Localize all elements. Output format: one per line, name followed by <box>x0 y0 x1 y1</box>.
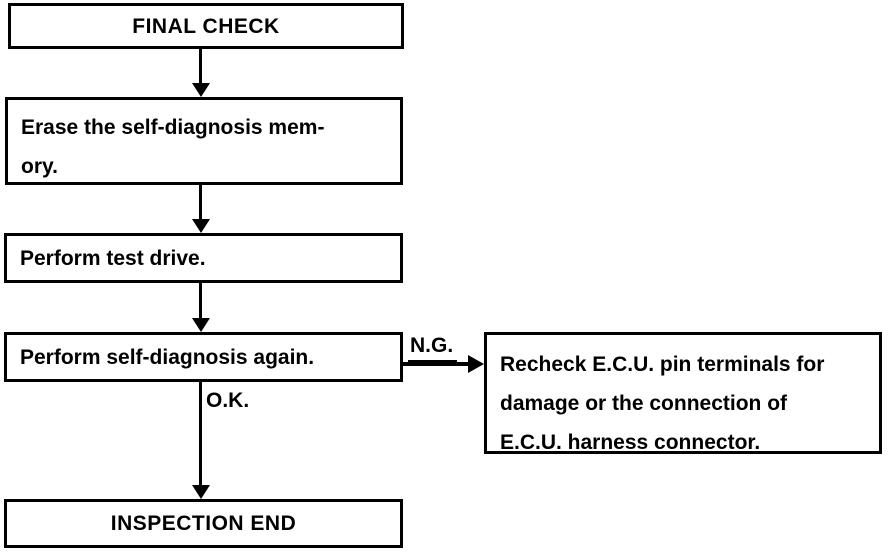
node-recheck-ecu-line3: E.C.U. harness connector. <box>500 431 761 454</box>
arrow-down-icon <box>192 219 210 233</box>
connector-line-3 <box>199 283 202 319</box>
connector-line-4 <box>199 382 202 486</box>
node-final-check-label: FINAL CHECK <box>132 14 280 38</box>
ng-connector-line <box>403 362 471 366</box>
node-self-diagnosis: Perform self-diagnosis again. <box>4 332 403 382</box>
node-self-diagnosis-label: Perform self-diagnosis again. <box>20 345 315 369</box>
node-erase-memory-line1: Erase the self-diagnosis mem- <box>21 116 325 139</box>
connector-line-1 <box>199 49 202 84</box>
arrow-down-icon <box>192 318 210 332</box>
node-final-check: FINAL CHECK <box>8 3 404 49</box>
arrow-down-icon <box>192 485 210 499</box>
node-recheck-ecu: Recheck E.C.U. pin terminals for damage … <box>484 332 882 454</box>
node-recheck-ecu-line2: damage or the connection of <box>500 392 788 415</box>
node-test-drive: Perform test drive. <box>4 233 403 283</box>
node-inspection-end: INSPECTION END <box>4 499 403 548</box>
node-recheck-ecu-line1: Recheck E.C.U. pin terminals for <box>500 353 825 376</box>
node-test-drive-label: Perform test drive. <box>20 246 206 270</box>
connector-line-2 <box>199 185 202 220</box>
edge-label-ok: O.K. <box>206 389 250 413</box>
node-erase-memory-line2: ory. <box>21 155 58 178</box>
arrow-right-icon <box>468 355 484 373</box>
node-inspection-end-label: INSPECTION END <box>110 512 297 535</box>
edge-label-ng: N.G. <box>408 334 458 363</box>
node-erase-memory: Erase the self-diagnosis mem- ory. <box>5 97 403 185</box>
arrow-down-icon <box>192 83 210 97</box>
